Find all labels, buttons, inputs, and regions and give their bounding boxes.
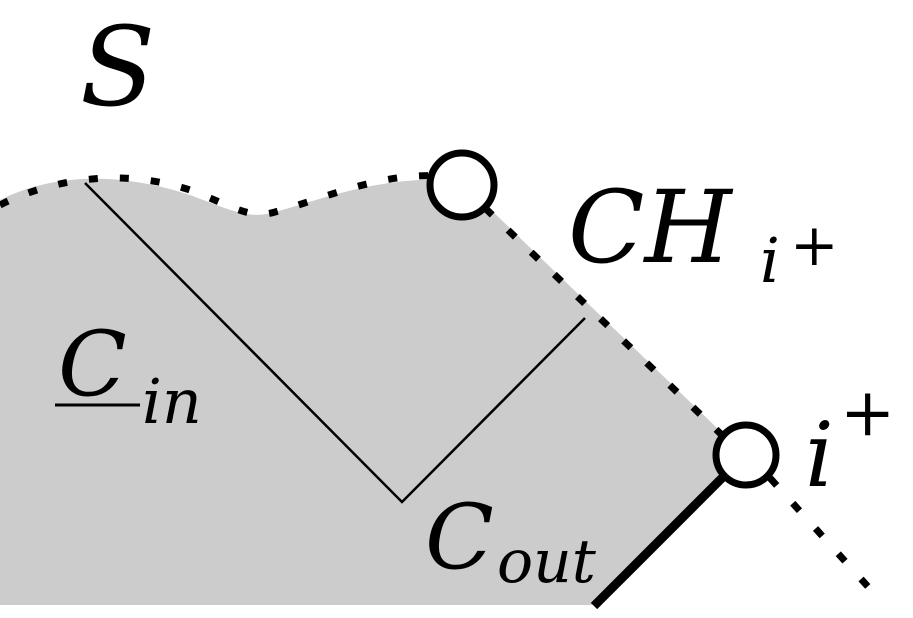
timelike-infinity-circle xyxy=(712,421,780,489)
horizon-endpoint-circle xyxy=(426,149,498,221)
cauchy-horizon-subscript: i xyxy=(760,224,780,297)
future-infinity-superscript: + xyxy=(840,374,895,451)
thick-boundary-line xyxy=(590,468,732,610)
cauchy-horizon-dotted xyxy=(482,205,728,441)
c-in-subscript: in xyxy=(142,365,202,438)
cauchy-horizon-sub-superscript: + xyxy=(790,211,839,279)
c-in-label: C xyxy=(58,312,127,417)
cauchy-horizon-label: CH xyxy=(568,169,734,286)
causal-curve xyxy=(84,182,586,504)
future-infinity-label: i xyxy=(805,403,834,508)
c-out-label: C xyxy=(425,485,494,590)
c-out-subscript: out xyxy=(497,527,597,597)
null-infinity-dotted xyxy=(767,475,883,603)
spacetime-label: S xyxy=(80,3,155,131)
